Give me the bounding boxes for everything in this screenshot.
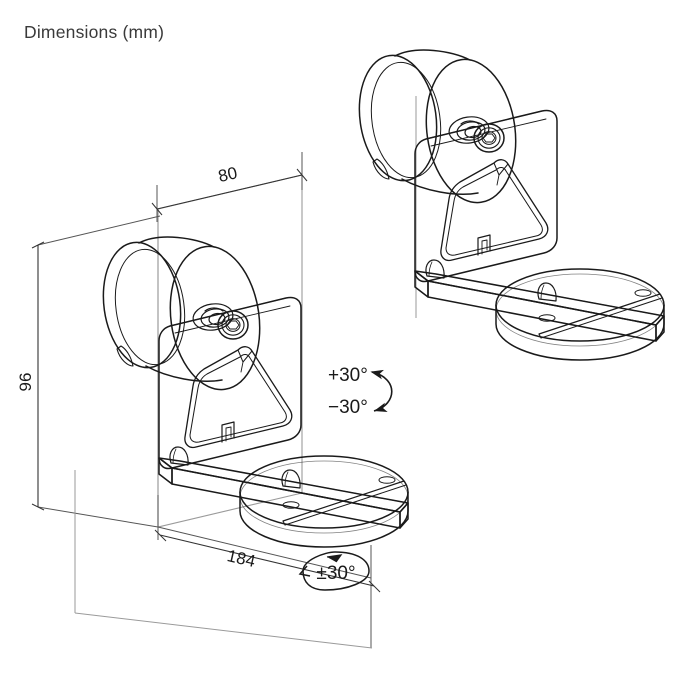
base-shelf — [158, 457, 409, 529]
dimension-184: 184 — [154, 495, 381, 648]
hex-screw — [217, 310, 249, 340]
swivel-arrow-right — [326, 554, 343, 563]
annotation-label-tilt-down: −30° — [328, 397, 368, 418]
base-pad-left — [169, 446, 189, 466]
dimension-80: 80 — [151, 152, 308, 222]
base-disc — [239, 455, 409, 548]
hex-screw-2 — [473, 123, 505, 153]
cylinder-body — [102, 236, 261, 391]
annotation-tilt: +30° −30° — [328, 365, 393, 418]
base-pad-right — [281, 469, 301, 489]
bracket-assembly-tilted — [358, 49, 665, 361]
base-pad-left-2 — [425, 259, 445, 279]
annotation-label-tilt-up: +30° — [328, 365, 368, 386]
page-title: Dimensions (mm) — [24, 22, 165, 42]
keyhole-plate-2 — [440, 159, 549, 262]
construction-lines-base — [74, 470, 373, 649]
tilt-arc-arrow — [370, 369, 393, 413]
bracket-assembly-front — [102, 236, 409, 548]
wall-plane — [157, 174, 303, 528]
annotation-swivel: ±30° — [298, 551, 370, 591]
base-pad-right-2 — [537, 282, 557, 302]
dimension-96: 96 — [16, 215, 161, 528]
swivel-arrow-left — [298, 565, 311, 577]
base-disc-2 — [495, 268, 665, 361]
keyhole-plate — [184, 346, 293, 449]
dimension-label-96: 96 — [16, 373, 35, 392]
cylinder-body-2 — [358, 49, 517, 204]
swivel-ellipse — [302, 551, 370, 591]
dimension-label-80: 80 — [216, 163, 239, 186]
annotation-label-swivel: ±30° — [316, 563, 355, 584]
base-shelf-2 — [414, 270, 665, 342]
mount-plate-2 — [414, 109, 558, 283]
